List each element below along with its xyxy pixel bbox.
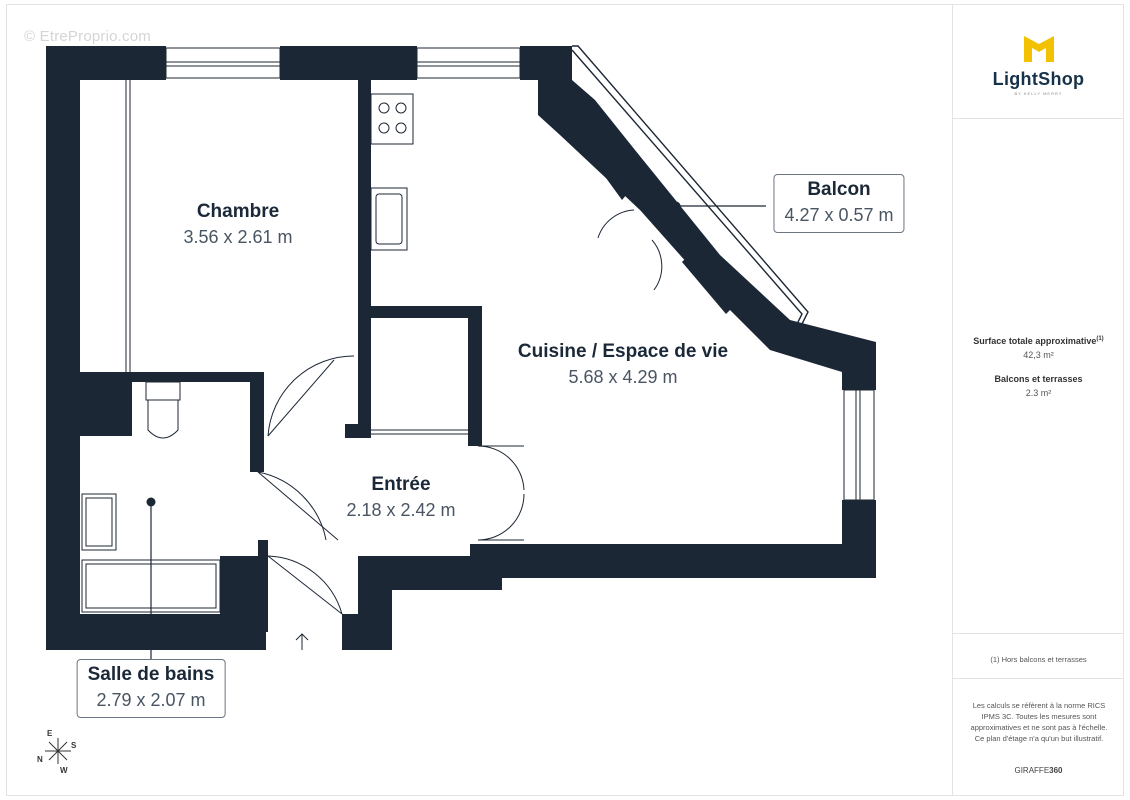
total-surface-value: 42,3 m² (1023, 350, 1054, 360)
divider (953, 118, 1124, 119)
floor-plan-area: © EtreProprio.com (6, 4, 952, 796)
total-surface-label: Surface totale approximative(1) (973, 336, 1104, 346)
surface-stats: Surface totale approximative(1) 42,3 m² … (953, 336, 1124, 398)
balcony-surface-label: Balcons et terrasses (994, 374, 1083, 384)
room-name: Entrée (371, 474, 431, 495)
footnote: (1) Hors balcons et terrasses (990, 655, 1087, 664)
balcony-surface-value: 2.3 m² (1025, 388, 1052, 398)
room-dimensions: 2.18 x 2.42 m (346, 500, 456, 520)
room-label-balcon: Balcon 4.27 x 0.57 m (773, 174, 905, 233)
room-dimensions: 3.56 x 2.61 m (183, 227, 293, 247)
room-label-entree: Entrée 2.18 x 2.42 m (346, 474, 455, 521)
logo-text: LightShop (992, 69, 1085, 89)
divider (953, 678, 1124, 679)
divider (953, 633, 1124, 634)
giraffe360-brand: GIRAFFE360 (1014, 766, 1063, 775)
room-name: Cuisine / Espace de vie (517, 341, 729, 362)
room-dimensions: 4.27 x 0.57 m (784, 205, 894, 225)
compass-rose: E S N W (36, 728, 80, 776)
logo-subtitle: BY KELLY MERRY (1014, 91, 1063, 96)
room-name: Chambre (196, 201, 280, 222)
room-label-cuisine: Cuisine / Espace de vie 5.68 x 4.29 m (518, 341, 728, 388)
watermark: © EtreProprio.com (24, 28, 151, 45)
disclaimer: Les calculs se réfèrent à la norme RICS … (970, 701, 1108, 743)
room-label-salle-de-bains: Salle de bains 2.79 x 2.07 m (76, 659, 226, 718)
walls (46, 46, 876, 650)
info-panel: LightShop BY KELLY MERRY Surface totale … (952, 4, 1124, 796)
page-frame (6, 4, 1124, 796)
compass-e: E (47, 729, 53, 738)
compass-n: N (37, 755, 43, 764)
room-name: Balcon (807, 179, 871, 200)
compass-s: S (71, 741, 77, 750)
room-dimensions: 2.79 x 2.07 m (96, 690, 206, 710)
room-name: Salle de bains (87, 664, 215, 685)
lightshop-logo-icon (1023, 36, 1054, 62)
lightshop-logo: LightShop BY KELLY MERRY (953, 34, 1124, 96)
compass-w: W (60, 766, 68, 775)
room-dimensions: 5.68 x 4.29 m (568, 367, 678, 387)
floor-plan-drawing (46, 45, 876, 660)
room-label-chambre: Chambre 3.56 x 2.61 m (183, 201, 292, 248)
compass-icon (45, 738, 71, 764)
